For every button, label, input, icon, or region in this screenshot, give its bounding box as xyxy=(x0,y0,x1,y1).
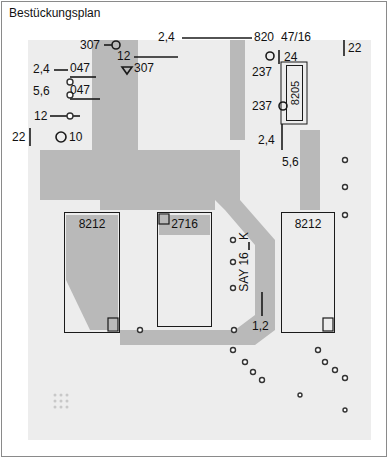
value-label: 12 xyxy=(117,50,130,62)
value-label: 22 xyxy=(348,42,361,54)
chip-8205: 8205 xyxy=(286,65,303,121)
chip-8212: 8212 xyxy=(64,212,120,333)
part-number: 8205 xyxy=(289,81,300,105)
value-label: 2,4 xyxy=(258,134,275,146)
value-label: 5,6 xyxy=(33,85,50,97)
chip-2716: 2716 xyxy=(157,212,212,327)
board xyxy=(28,40,371,440)
part-number: 8212 xyxy=(79,218,106,230)
value-label: 24 xyxy=(284,51,297,63)
value-label: 5,6 xyxy=(282,156,299,168)
part-number: 8212 xyxy=(295,218,322,230)
chip-8212: 8212 xyxy=(281,212,335,333)
value-label: 10 xyxy=(69,131,82,143)
value-label: 820 xyxy=(254,31,274,43)
value-label: 22 xyxy=(12,131,25,143)
part-number: 2716 xyxy=(171,218,198,230)
value-label: 1,2 xyxy=(252,320,269,332)
value-label: 237 xyxy=(252,66,272,78)
value-label: K xyxy=(238,232,250,240)
value-label: 047 xyxy=(70,84,90,96)
value-label: 237 xyxy=(252,100,272,112)
value-label: 2,4 xyxy=(33,63,50,75)
silkscreen xyxy=(30,38,344,331)
logo-dots xyxy=(54,394,69,409)
value-label: 47/16 xyxy=(281,31,311,43)
value-label: 047 xyxy=(70,62,90,74)
value-label: 12 xyxy=(34,110,47,122)
value-label: SAY 16 xyxy=(238,252,250,292)
copper-areas xyxy=(40,40,320,345)
value-label: 307 xyxy=(80,39,100,51)
plan-title: Bestückungsplan xyxy=(9,7,100,19)
solder-pads xyxy=(67,79,348,412)
value-label: 307 xyxy=(134,62,154,74)
value-label: 2,4 xyxy=(158,31,175,43)
